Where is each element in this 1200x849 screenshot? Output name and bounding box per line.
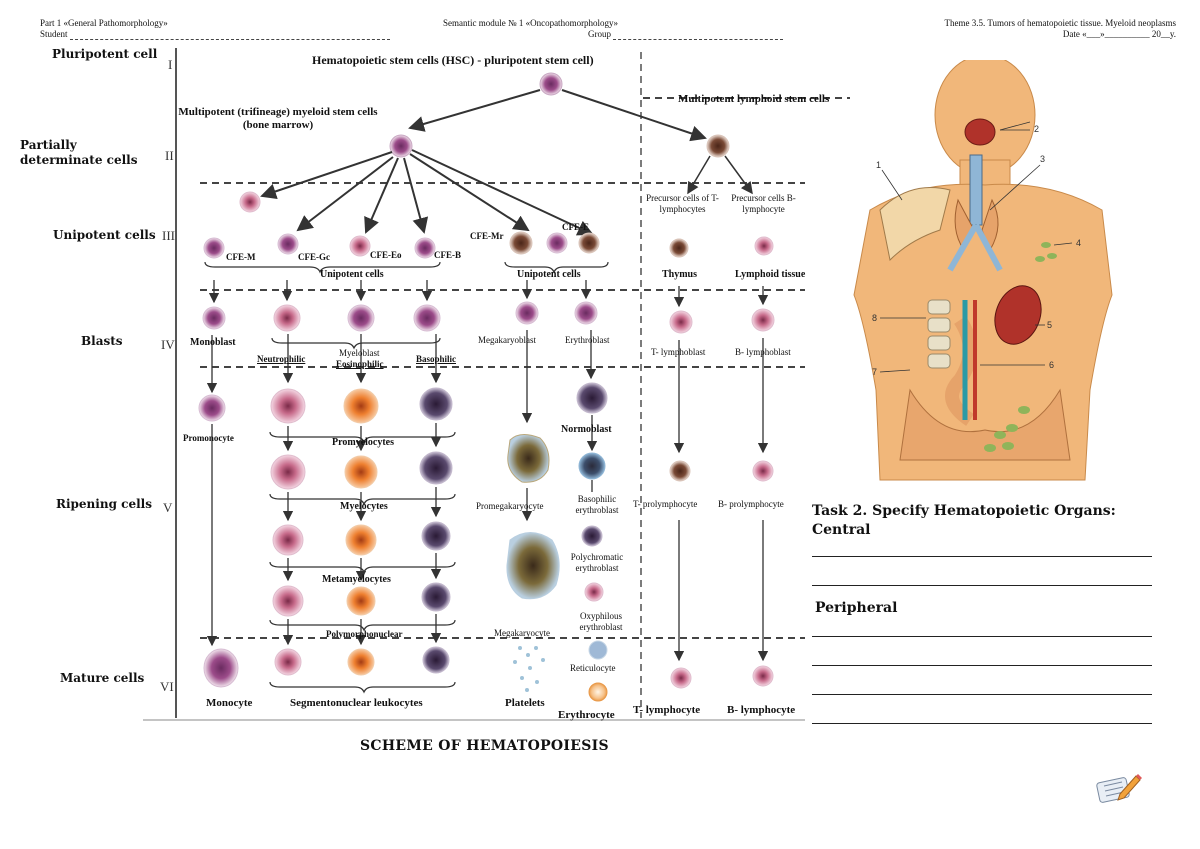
cfe-e-label: CFE-E (562, 222, 589, 232)
scheme-caption: SCHEME OF HEMATOPOIESIS (360, 738, 609, 754)
hsc-label: Hematopoietic stem cells (HSC) - pluripo… (312, 53, 594, 67)
eosinophilic-label: Eosinophilic (336, 359, 384, 369)
unipotent-cells-label-1: Unipotent cells (320, 269, 384, 280)
monoblast-label: Monoblast (190, 337, 236, 348)
precursor-b-label: Precursor cells B-lymphocyte (731, 193, 796, 214)
callout-4: 4 (1076, 238, 1081, 248)
group-blank[interactable] (613, 31, 784, 40)
header-student: Student (40, 29, 390, 40)
roman-i: I (168, 57, 173, 72)
callout-8: 8 (872, 313, 877, 323)
polymorphonuclear-label: Polymorphonuclear (326, 629, 403, 639)
level-unipotent: Unipotent cells (53, 228, 156, 242)
peripheral-answer-line-3[interactable] (812, 694, 1152, 695)
group-label: Group (588, 29, 611, 39)
level-pluripotent: Pluripotent cell (52, 47, 158, 61)
level-blasts: Blasts (81, 334, 123, 348)
normoblast-label: Normoblast (561, 424, 612, 435)
t-lymphoblast-label: T- lymphoblast (651, 347, 706, 357)
basophilic-erythroblast-label: Basophilic erythroblast (575, 494, 619, 515)
erythroblast-label: Erythroblast (565, 335, 610, 345)
polychromatic-erythroblast-label: Polychromatic erythroblast (570, 552, 624, 573)
reticulocyte-label: Reticulocyte (570, 663, 616, 673)
segmentonuclear-label: Segmentonuclear leukocytes (290, 697, 423, 709)
thymus-label: Thymus (662, 269, 698, 280)
precursor-t-label: Precursor cells of T-lymphocytes (646, 193, 719, 214)
t-lymphocyte-label: T- lymphocyte (633, 704, 701, 716)
callout-1: 1 (876, 160, 881, 170)
basophilic-label: Basophilic (416, 354, 457, 364)
megakaryocyte-label: Megakaryocyte (494, 628, 550, 638)
central-answer-line-1[interactable] (812, 556, 1152, 557)
student-label: Student (40, 29, 68, 39)
peripheral-answer-line-2[interactable] (812, 665, 1152, 666)
cfe-mr-label: CFE-Mr (470, 231, 504, 241)
erythrocyte-label: Erythrocyte (558, 709, 615, 721)
eosinophil-column (343, 388, 379, 676)
callout-5: 5 (1047, 320, 1052, 330)
cfe-m-label: CFE-M (226, 252, 256, 262)
promegakaryocyte-label: Promegakaryocyte (476, 501, 544, 511)
central-label: Central (812, 522, 871, 538)
b-lymphocyte-label: B- lymphocyte (727, 704, 796, 716)
peripheral-answer-line-1[interactable] (812, 636, 1152, 637)
lymphoid-stem-label: Multipotent lymphoid stem cells (678, 93, 830, 105)
neutrophilic-label: Neutrophilic (257, 354, 306, 364)
level-mature: Mature cells (60, 671, 145, 685)
metamyelocytes-label: Metamyelocytes (322, 574, 391, 585)
roman-iii: III (162, 228, 175, 243)
callout-6: 6 (1049, 360, 1054, 370)
basophil-column (419, 387, 453, 674)
callout-2: 2 (1034, 124, 1039, 134)
megakaryoblast-label: Megakaryoblast (478, 335, 536, 345)
body-figure: 2 1 3 4 5 6 7 8 (853, 60, 1113, 481)
callout-3: 3 (1040, 154, 1045, 164)
roman-iv: IV (161, 337, 175, 352)
roman-vi: VI (160, 679, 174, 694)
central-answer-line-2[interactable] (812, 585, 1152, 586)
cfe-gc-label: CFE-Gc (298, 252, 330, 262)
neutrophil-column (270, 388, 306, 676)
lymphoid-stem-cell (706, 134, 730, 158)
student-blank[interactable] (69, 31, 390, 40)
oxyphilous-erythroblast-label: Oxyphilous erythroblast (579, 611, 623, 632)
myelocytes-label: Myelocytes (340, 501, 388, 512)
header-group: Group (588, 29, 784, 40)
cfe-eo-label: CFE-Eo (370, 250, 402, 260)
level-ripening: Ripening cells (56, 497, 152, 511)
hsc-cell (539, 72, 563, 96)
promonocyte-label: Promonocyte (183, 433, 234, 443)
header-part: Part 1 «General Pathomorphology» (40, 18, 168, 28)
promyelocytes-label: Promyelocytes (332, 437, 395, 448)
roman-ii: II (165, 148, 174, 163)
b-prolymphocyte-label: B- prolymphocyte (718, 499, 784, 509)
myeloid-stem-label: Multipotent (trifineage) myeloid stem ce… (178, 106, 378, 131)
myeloblast-label: Myeloblast (339, 348, 380, 358)
lymphoid-tissue-label: Lymphoid tissue (735, 269, 806, 280)
task-title: Task 2. Specify Hematopoietic Organs: (812, 503, 1116, 519)
roman-v: V (163, 500, 173, 515)
peripheral-answer-line-4[interactable] (812, 723, 1152, 724)
header-theme: Theme 3.5. Tumors of hematopoietic tissu… (944, 18, 1176, 28)
level-partial: Partially determinate cells (20, 138, 138, 167)
myeloid-stem-cell (389, 134, 413, 158)
t-prolymphocyte-label: T- prolymphocyte (633, 499, 698, 509)
cfe-b-label: CFE-B (434, 250, 461, 260)
unipotent-cells-label-2: Unipotent cells (517, 269, 581, 280)
platelets-label: Platelets (505, 697, 545, 709)
callout-7: 7 (872, 367, 877, 377)
b-lymphoblast-label: B- lymphoblast (735, 347, 791, 357)
monocyte-label: Monocyte (206, 697, 253, 709)
header-date: Date «___»__________ 20__y. (1062, 29, 1176, 39)
peripheral-label: Peripheral (815, 600, 898, 616)
header-module: Semantic module № 1 «Oncopathomorphology… (443, 18, 619, 28)
hematopoiesis-diagram (143, 48, 850, 721)
notebook-pencil-icon (1096, 774, 1142, 803)
cfe-common-cell (239, 191, 261, 213)
